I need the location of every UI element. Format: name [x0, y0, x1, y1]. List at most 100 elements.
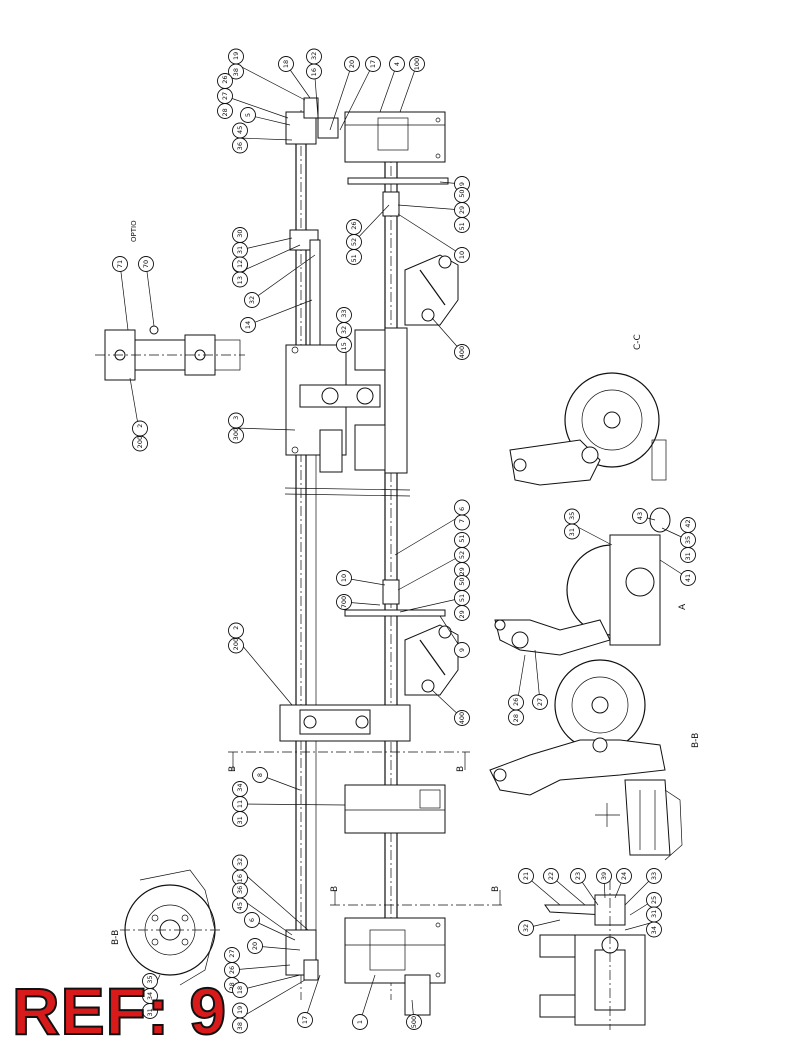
callout-c20: 400: [454, 344, 470, 360]
callout-number: 29 52 51: [458, 535, 466, 576]
section-b-b-left: B-B: [111, 869, 220, 986]
callout-number: 36 45: [236, 126, 244, 151]
section-mark-b-4: B: [491, 886, 501, 892]
leader-line: [235, 637, 293, 706]
callout-number: 31 11 34: [236, 784, 244, 825]
callout-number: 39: [600, 872, 608, 880]
callout-c42: 17: [297, 1012, 313, 1028]
callout-number: 18: [236, 986, 244, 994]
option-label: OPTIO: [130, 220, 138, 242]
section-mark-b-3: B: [330, 886, 340, 892]
callout-c04: 20: [344, 56, 360, 72]
leader-line: [239, 974, 301, 991]
callout-number: 300 3: [232, 416, 240, 441]
callout-number: 21: [522, 872, 530, 880]
callout-c48: 41: [680, 570, 696, 586]
callout-number: 25: [650, 896, 658, 904]
callout-c18: 14: [240, 317, 256, 333]
callout-number: 32: [522, 924, 530, 932]
leader-line: [235, 427, 296, 431]
callout-number: 34 31: [650, 910, 658, 935]
leader-line: [247, 299, 313, 326]
callout-number: 8: [256, 773, 264, 777]
main-assembly: [279, 97, 459, 1016]
callout-number: 27: [536, 698, 544, 706]
leader-line: [397, 213, 463, 256]
callout-c40: 18: [232, 982, 248, 998]
section-label-c-c: C-C: [633, 334, 643, 350]
callout-c38: 20: [247, 938, 263, 954]
callout-c58: 34 31: [646, 906, 662, 938]
callout-c50: 27: [532, 694, 548, 710]
leader-line: [239, 137, 293, 141]
callout-number: 700: [340, 596, 348, 608]
callout-c26: 29 52 51: [454, 532, 470, 578]
section-label-b-b-left: B-B: [111, 930, 121, 945]
callout-number: 10: [340, 574, 348, 582]
callout-number: 31 35: [568, 512, 576, 537]
callout-number: 13 12: [236, 260, 244, 285]
section-b-b-right: B-B: [489, 659, 701, 861]
callout-number: 31 34 35: [146, 976, 154, 1017]
callout-number: 28 26 27: [228, 950, 236, 991]
leader-line: [339, 63, 374, 131]
callout-number: 51 29 50: [458, 190, 466, 231]
leader-line: [231, 964, 291, 971]
section-label-a: A: [678, 603, 688, 610]
callout-c08: 28 27 26: [217, 73, 233, 119]
callout-number: 22: [547, 872, 555, 880]
leader-line: [239, 244, 301, 273]
callout-c12: 51 29 50: [454, 187, 470, 233]
callout-number: 200 2: [232, 626, 240, 651]
bottom-right-detail: [539, 880, 646, 1030]
leader-line: [534, 649, 541, 703]
leader-line: [399, 63, 418, 113]
callout-c29: 29 51 50: [454, 575, 470, 621]
callout-c47: 31 35 42: [680, 517, 696, 563]
callout-c09: 5: [240, 107, 256, 123]
callout-number: 29 31 30: [236, 230, 244, 271]
callout-number: 100: [413, 58, 421, 70]
leader-line: [145, 263, 155, 327]
section-c-c: C-C: [509, 334, 667, 486]
leader-line: [224, 95, 289, 119]
callout-c54: 39: [596, 868, 612, 884]
leader-line: [379, 63, 398, 113]
callout-c21: 71: [112, 256, 128, 272]
callout-c33: 8: [252, 767, 268, 783]
callout-c35: 16 32: [232, 854, 248, 886]
callout-c05: 17: [365, 56, 381, 72]
callout-number: 29 51 50: [458, 578, 466, 619]
callout-number: 18: [282, 60, 290, 68]
leader-line: [239, 237, 293, 251]
callout-number: 5: [244, 113, 252, 117]
callout-number: 7 6: [458, 507, 466, 523]
callout-c17: 32: [244, 292, 260, 308]
callout-c41: 38 19: [232, 1002, 248, 1034]
callout-number: 24: [620, 872, 628, 880]
callout-c60: 31 34 35: [142, 973, 158, 1019]
leader-line: [235, 63, 306, 101]
callout-number: 20: [348, 60, 356, 68]
callout-number: 32: [248, 296, 256, 304]
section-a: A: [494, 507, 688, 656]
callout-c44: 500: [406, 1014, 422, 1030]
leader-line: [397, 204, 463, 211]
leader-line: [239, 869, 309, 931]
leader-line: [394, 514, 463, 556]
callout-number: 51 52 26: [350, 222, 358, 263]
callout-number: 16 32: [310, 52, 318, 77]
callout-c14: 10: [454, 247, 470, 263]
callout-number: 41: [684, 574, 692, 582]
callout-c52: 22: [543, 868, 559, 884]
callout-c36: 45 36: [232, 882, 248, 914]
callout-c25: 7 6: [454, 499, 470, 531]
leader-line: [119, 263, 129, 331]
callout-number: 17: [369, 60, 377, 68]
callout-c31: 200 2: [228, 622, 244, 654]
callout-number: 9: [458, 182, 466, 186]
section-mark-b-1: B: [228, 766, 238, 772]
callout-c37: 6: [244, 912, 260, 928]
